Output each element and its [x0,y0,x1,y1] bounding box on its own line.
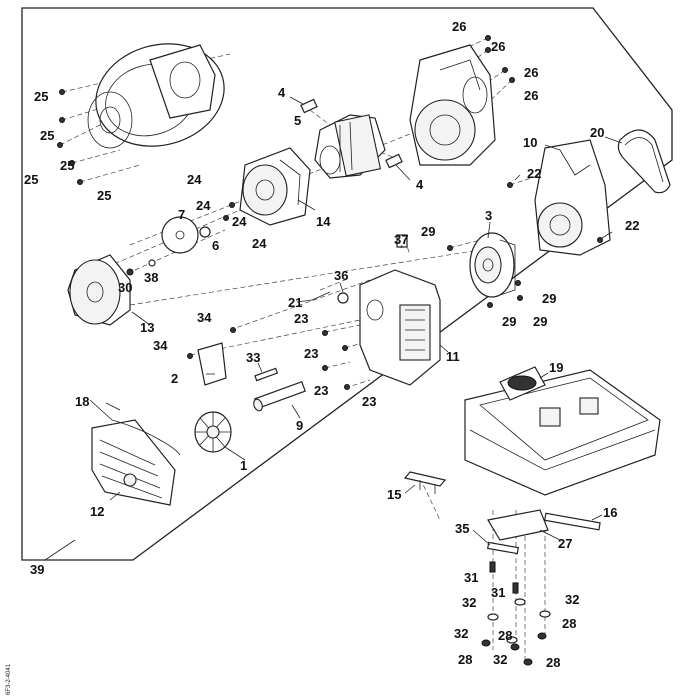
motor [314,114,386,179]
callout-39: 39 [30,562,44,577]
base-plate [487,509,549,541]
callout-14: 14 [316,214,331,229]
fan-disk [161,216,211,254]
callout-11: 11 [446,349,460,364]
callout-5: 5 [294,113,301,128]
shaft [253,380,306,412]
callout-35: 35 [455,521,469,536]
callout-25: 25 [60,158,74,173]
callout-26: 26 [524,65,538,80]
callout-28: 28 [546,655,560,670]
rod [544,512,601,531]
rear-housing [409,44,496,166]
callout-37: 37 [394,232,408,247]
callout-4: 4 [278,85,286,100]
callout-29: 29 [421,224,435,239]
callout-10: 10 [523,135,537,150]
callout-26: 26 [491,39,505,54]
callout-32: 32 [454,626,468,641]
callout-23: 23 [304,346,318,361]
callout-3: 3 [485,208,492,223]
brush-caps [300,98,403,169]
small-screws [57,35,603,390]
callout-22: 22 [625,218,639,233]
callout-24: 24 [232,214,247,229]
callout-23: 23 [362,394,376,409]
callout-16: 16 [603,505,617,520]
callout-25: 25 [24,172,38,187]
bracket [403,471,447,494]
fasteners [481,561,551,666]
plug-washer-bolt [311,234,408,304]
callout-28: 28 [498,628,512,643]
callout-22: 22 [527,166,541,181]
callout-25: 25 [40,128,54,143]
pin [254,367,279,382]
leader-lines [44,96,623,561]
fan-housing [239,147,311,226]
base-frame [464,369,661,496]
callout-13: 13 [140,320,154,335]
callout-31: 31 [464,570,478,585]
rear-motor-cover [87,43,225,149]
callout-31: 31 [491,585,505,600]
callout-25: 25 [97,188,111,203]
side-housing [534,139,611,256]
callout-21: 21 [288,295,302,310]
callout-38: 38 [144,270,158,285]
callout-28: 28 [562,616,576,631]
callout-2: 2 [171,371,178,386]
callout-26: 26 [524,88,538,103]
callout-34: 34 [197,310,212,325]
pulley-housing [469,232,516,298]
callout-27: 27 [558,536,572,551]
callout-1: 1 [240,458,247,473]
callout-24: 24 [187,172,202,187]
callout-24: 24 [252,236,267,251]
callout-32: 32 [462,595,476,610]
callout-30: 30 [118,280,132,295]
callout-6: 6 [212,238,219,253]
callout-9: 9 [296,418,303,433]
callout-34: 34 [153,338,168,353]
grille-frame [91,419,176,506]
callout-24: 24 [196,198,211,213]
callout-33: 33 [246,350,260,365]
callout-12: 12 [90,504,104,519]
callout-29: 29 [542,291,556,306]
callout-29: 29 [533,314,547,329]
spring-wire [111,419,181,456]
callout-28: 28 [458,652,472,667]
callout-18: 18 [75,394,89,409]
carry-handle [499,366,546,401]
callout-20: 20 [590,125,604,140]
callout-23: 23 [294,311,308,326]
callout-29: 29 [502,314,516,329]
pump-cover [197,342,227,386]
callout-32: 32 [493,652,507,667]
callout-numbers: 25 25 25 25 25 26 26 26 26 4 5 4 10 20 2… [24,19,639,670]
callout-23: 23 [314,383,328,398]
callout-19: 19 [549,360,563,375]
pump-body [359,269,441,386]
callout-32: 32 [565,592,579,607]
impeller [194,411,232,453]
callout-36: 36 [334,268,348,283]
callout-4: 4 [416,177,424,192]
callout-26: 26 [452,19,466,34]
callout-15: 15 [387,487,401,502]
callout-25: 25 [34,89,48,104]
callout-7: 7 [178,207,185,222]
front-cover [67,254,131,326]
bar [487,541,519,555]
side-code-text: 6F3-2-4041 [6,663,12,695]
drive-belt [617,129,671,194]
